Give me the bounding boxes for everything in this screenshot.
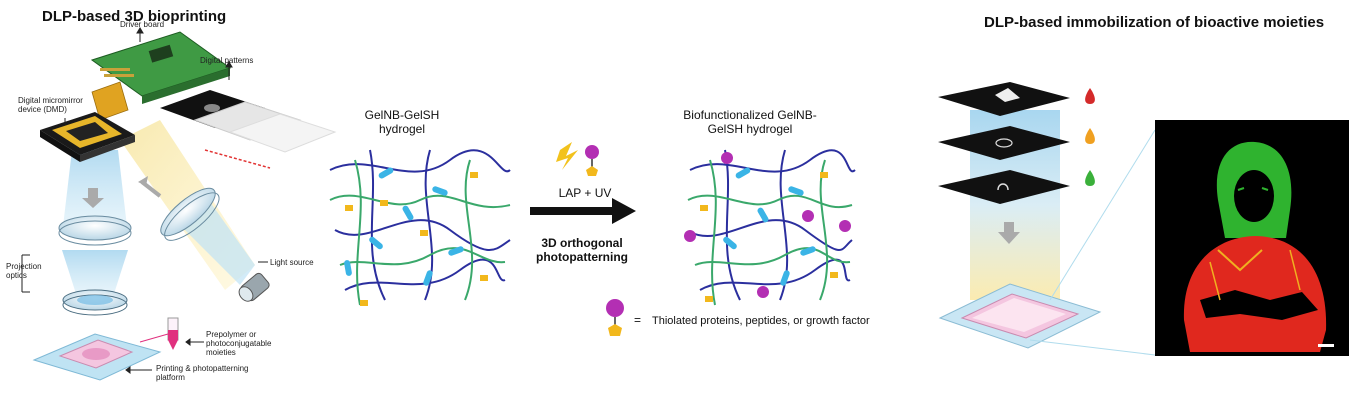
scale-bar xyxy=(1318,344,1334,347)
fluorescent-portrait-image xyxy=(1155,120,1349,356)
label-digital-patterns: Digital patterns xyxy=(200,56,254,65)
reaction-condition: LAP + UV xyxy=(558,186,612,200)
legend-equals: = xyxy=(634,313,642,327)
right-panel-title: DLP-based immobilization of bioactive mo… xyxy=(984,14,1325,31)
legend-text: Thiolated proteins, peptides, or growth … xyxy=(652,315,870,327)
projection-beam-lower xyxy=(62,250,128,300)
hydrogel-label: GelNB-GelSH hydrogel xyxy=(364,108,440,136)
label-projection-optics: Projection optics xyxy=(6,262,42,280)
product-label: Biofunctionalized GelNB-GelSH hydrogel xyxy=(683,108,817,136)
label-light-source: Light source xyxy=(270,258,314,267)
light-source xyxy=(238,272,270,302)
label-platform: Printing & photopatterning platform xyxy=(156,364,249,382)
immobilization-platform xyxy=(938,283,1102,349)
driver-board xyxy=(90,31,232,121)
printing-platform xyxy=(32,333,162,381)
digital-patterns xyxy=(160,90,337,169)
prepolymer-tube xyxy=(139,317,179,350)
red-drop-icon xyxy=(1085,88,1095,104)
pattern-mask-2 xyxy=(938,126,1070,160)
pattern-mask-1 xyxy=(938,82,1070,116)
label-prepolymer: Prepolymer or photoconjugatable moieties xyxy=(206,330,272,357)
thiolated-protein-icon xyxy=(585,145,599,176)
orange-drop-icon xyxy=(1085,128,1095,144)
legend-protein-icon xyxy=(606,299,624,336)
tilted-lens xyxy=(160,187,220,241)
crosslinks-left xyxy=(344,167,488,306)
process-label: 3D orthogonal photopatterning xyxy=(536,236,628,264)
pattern-mask-3 xyxy=(938,170,1070,204)
left-panel-title: DLP-based 3D bioprinting xyxy=(42,8,227,25)
bound-proteins xyxy=(684,152,851,298)
green-drop-icon xyxy=(1085,170,1095,186)
lower-lens xyxy=(62,289,128,316)
label-dmd: Digital micromirror device (DMD) xyxy=(18,96,83,114)
dmd-chip xyxy=(40,112,135,162)
upper-lens xyxy=(58,215,132,246)
lap-lightning-icon xyxy=(556,142,578,170)
label-driver-board: Driver board xyxy=(120,20,165,29)
down-arrow xyxy=(82,188,104,208)
